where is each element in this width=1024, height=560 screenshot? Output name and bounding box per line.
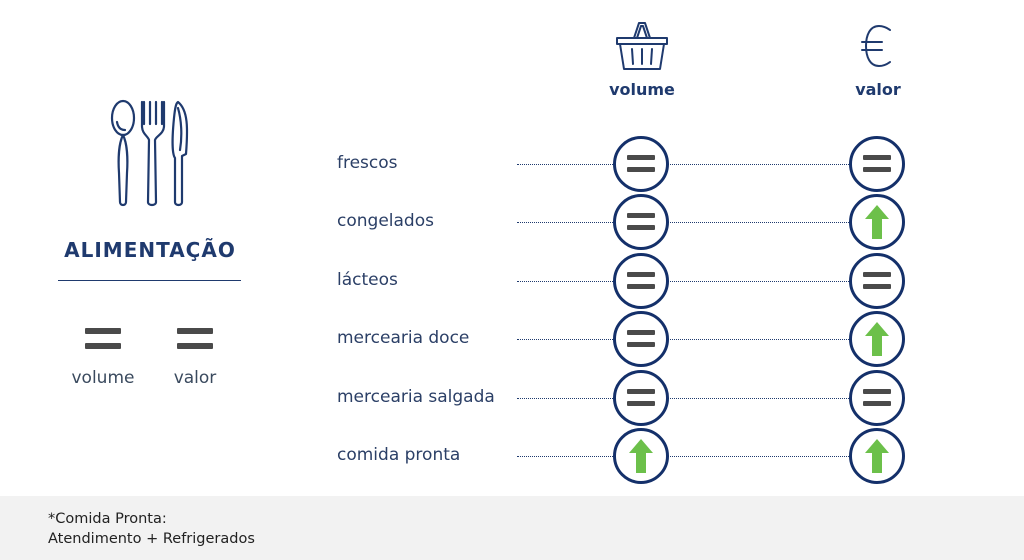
footnote-panel	[0, 496, 1024, 560]
valor-equal-icon	[849, 370, 905, 426]
row-dotted-line	[517, 164, 877, 165]
valor-up-arrow-icon	[849, 428, 905, 484]
valor-equal-icon	[849, 253, 905, 309]
row-label: mercearia doce	[337, 328, 470, 348]
row-dotted-line	[517, 456, 877, 457]
volume-equal-icon	[613, 253, 669, 309]
volume-equal-icon	[613, 194, 669, 250]
euro-icon	[860, 24, 896, 68]
shopping-basket-icon	[614, 20, 670, 72]
volume-equal-icon	[613, 370, 669, 426]
row-label: frescos	[337, 153, 398, 173]
category-title: ALIMENTAÇÃO	[64, 238, 236, 262]
volume-equal-icon	[613, 311, 669, 367]
row-dotted-line	[517, 222, 877, 223]
row-dotted-line	[517, 281, 877, 282]
summary-valor-equal-icon	[177, 328, 213, 350]
row-label: comida pronta	[337, 445, 461, 465]
row-label: mercearia salgada	[337, 387, 495, 407]
title-divider	[58, 280, 241, 281]
column-header-valor: valor	[855, 80, 901, 99]
valor-up-arrow-icon	[849, 311, 905, 367]
summary-volume-equal-icon	[85, 328, 121, 350]
footnote-line-1: *Comida Pronta:	[48, 511, 167, 527]
footnote-line-2: Atendimento + Refrigerados	[48, 531, 255, 547]
column-header-volume: volume	[609, 80, 675, 99]
row-dotted-line	[517, 398, 877, 399]
valor-up-arrow-icon	[849, 194, 905, 250]
valor-equal-icon	[849, 136, 905, 192]
summary-volume-label: volume	[71, 368, 135, 388]
cutlery-icon	[108, 98, 190, 210]
row-label: lácteos	[337, 270, 398, 290]
row-dotted-line	[517, 339, 877, 340]
row-label: congelados	[337, 211, 434, 231]
summary-valor-label: valor	[173, 368, 217, 388]
volume-equal-icon	[613, 136, 669, 192]
volume-up-arrow-icon	[613, 428, 669, 484]
